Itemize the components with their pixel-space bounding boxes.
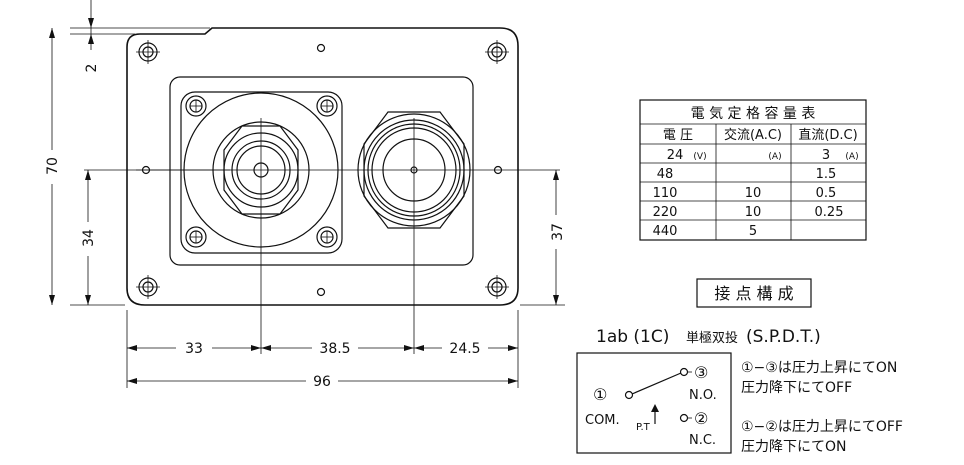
corner-hole-br (485, 275, 509, 299)
rating-table: 電 気 定 格 容 量 表 電 圧 交流(A.C) 直流(D.C) 24 (V)… (639, 99, 867, 241)
config-name: 単極双投 (686, 330, 738, 346)
config-english: (S.P.D.T.) (746, 327, 821, 347)
center-lines (84, 118, 560, 354)
table-header-ac: 交流(A.C) (724, 127, 782, 143)
table-cell: 440 (653, 224, 678, 239)
label-no: N.O. (689, 388, 717, 403)
table-cell: 220 (653, 205, 678, 220)
label-nc: N.C. (689, 433, 716, 448)
terminal-2: ② (694, 409, 708, 428)
dim-height-total: 70 (45, 157, 61, 175)
table-header-voltage: 電 圧 (663, 128, 693, 143)
screw-tl-icon (185, 95, 207, 117)
corner-hole-tl (136, 40, 160, 64)
table-cell: 1.5 (816, 167, 837, 182)
note-1-line-1: ①−③は圧力上昇にてON (741, 360, 897, 376)
table-header-dc: 直流(D.C) (798, 128, 857, 143)
screw-tr-icon (316, 95, 338, 117)
config-code: 1ab (1C) (596, 327, 669, 347)
table-cell: 10 (745, 186, 762, 201)
table-cell: 110 (653, 186, 678, 201)
dim-width-right: 24.5 (449, 341, 480, 357)
table-unit-v: (V) (693, 152, 706, 162)
note-2-line-1: ①−②は圧力上昇にてOFF (741, 419, 903, 435)
dimension-labels: 2 70 34 37 33 38.5 24.5 96 (44, 58, 566, 390)
table-cell: 10 (745, 205, 762, 220)
note-1-line-2: 圧力降下にてOFF (741, 380, 852, 396)
note-2-line-2: 圧力降下にてON (741, 439, 847, 455)
table-cell: 5 (749, 224, 757, 239)
table-cell: 0.25 (815, 205, 844, 220)
table-unit-a: (A) (845, 152, 858, 162)
table-cell: 3 (822, 148, 830, 163)
dim-height-right: 37 (550, 223, 566, 241)
screw-bl-icon (185, 226, 207, 248)
table-unit-a: (A) (768, 152, 781, 162)
label-pt: P.T (636, 422, 651, 433)
connector-square (180, 91, 343, 254)
dim-top-offset: 2 (84, 64, 100, 73)
terminal-3: ③ (694, 363, 708, 382)
dim-width-mid: 38.5 (319, 341, 350, 357)
mounting-plate (126, 27, 519, 306)
terminal-1: ① (593, 385, 607, 404)
dim-width-left: 33 (185, 341, 203, 357)
corner-hole-tr (485, 40, 509, 64)
table-cell: 0.5 (816, 186, 837, 201)
dim-height-left: 34 (81, 229, 97, 247)
dim-width-total: 96 (313, 374, 331, 390)
table-cell: 24 (667, 148, 684, 163)
screw-br-icon (316, 226, 338, 248)
table-title: 電 気 定 格 容 量 表 (691, 105, 816, 122)
contact-section: 接 点 構 成 1ab (1C) 単極双投 (S.P.D.T.) ① ③ N.O… (576, 278, 903, 455)
corner-hole-bl (136, 275, 160, 299)
contact-heading: 接 点 構 成 (714, 284, 793, 303)
table-cell: 48 (657, 167, 674, 182)
label-com: COM. (585, 413, 620, 428)
